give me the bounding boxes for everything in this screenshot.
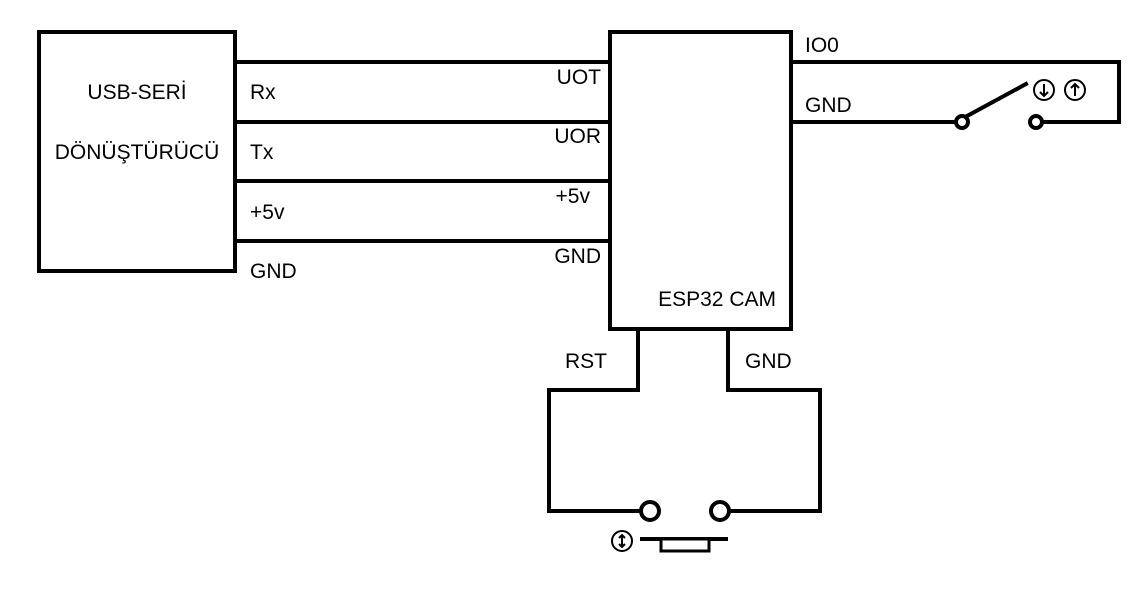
esp32-title: ESP32 CAM	[658, 288, 776, 311]
arrow-up-circle-icon	[1064, 79, 1086, 101]
esp-pin-gnd-left: GND	[554, 245, 601, 268]
esp32-box	[608, 30, 793, 331]
switch-terminal-left	[954, 114, 970, 130]
esp-pin-gnd-bottom: GND	[745, 350, 792, 373]
esp32-cam-module: ESP32 CAM	[608, 30, 793, 331]
button-terminal-left	[639, 500, 661, 522]
esp-pin-5v: +5v	[556, 185, 591, 208]
usb-serial-converter: USB-SERİ DÖNÜŞTÜRÜCÜ	[37, 30, 237, 273]
switch-terminal-right	[1028, 114, 1044, 130]
button-plunger-body	[659, 537, 711, 553]
converter-box	[37, 30, 237, 273]
converter-pin-rx: Rx	[250, 81, 276, 104]
serial-wires	[233, 60, 612, 243]
converter-title-line1: USB-SERİ	[87, 81, 186, 104]
io0-switch-circuit	[789, 60, 1121, 130]
esp-pin-io0: IO0	[805, 34, 839, 57]
esp-pin-uot: UOT	[557, 66, 602, 89]
converter-pin-gnd: GND	[250, 260, 297, 283]
esp-pin-uor: UOR	[554, 125, 601, 148]
wire-rst	[547, 327, 643, 513]
button-terminal-right	[709, 500, 731, 522]
esp-pin-rst: RST	[565, 350, 607, 373]
wire-io0	[789, 60, 1121, 124]
reset-button-circuit	[547, 327, 822, 553]
converter-pin-tx: Tx	[250, 141, 274, 164]
arrow-down-circle-icon	[1033, 79, 1055, 101]
converter-title-line2: DÖNÜŞTÜRÜCÜ	[55, 141, 220, 164]
arrow-updown-circle-icon	[611, 530, 633, 552]
switch-lever	[964, 81, 1029, 119]
esp-pin-gnd-right: GND	[805, 94, 852, 117]
converter-pin-5v: +5v	[250, 201, 285, 224]
wire-gnd-bottom	[726, 327, 822, 513]
